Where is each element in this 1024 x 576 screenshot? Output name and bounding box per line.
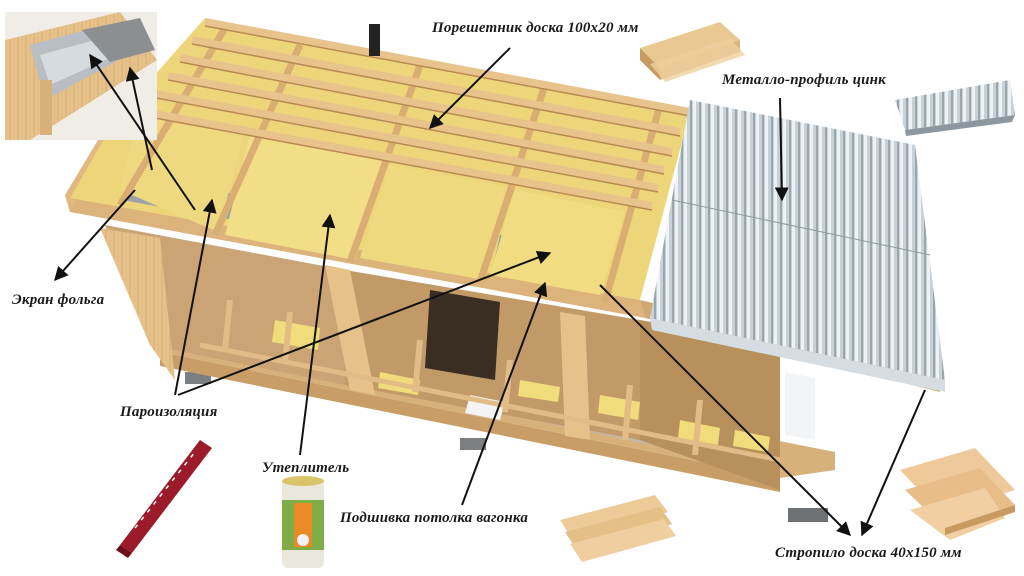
walls xyxy=(100,225,815,490)
chimney-pipe xyxy=(369,24,380,56)
metal-roofing xyxy=(650,100,945,392)
label-rafter: Стропило доска 40х150 мм xyxy=(775,545,962,561)
lining-boards-picture xyxy=(560,495,676,562)
batten-shadows xyxy=(143,25,691,211)
vapor-barrier-roll xyxy=(116,440,212,558)
label-metal-profile: Металло-профиль цинк xyxy=(722,72,886,88)
rafter-boards-picture xyxy=(900,448,1015,540)
label-insulation: Утеплитель xyxy=(262,460,350,476)
label-foil-screen: Экран фольга xyxy=(12,292,105,308)
label-vapor-barrier: Пароизоляция xyxy=(120,404,218,420)
foil-screen-inset xyxy=(5,12,157,140)
label-batten: Порешетник доска 100х20 мм xyxy=(432,20,639,36)
callout-arrows xyxy=(54,47,926,537)
metal-profile-picture xyxy=(895,80,1015,136)
battens xyxy=(143,18,691,210)
label-ceiling-lining: Подшивка потолка вагонка xyxy=(340,510,529,526)
insulation-roll xyxy=(282,476,324,568)
batten-boards-picture xyxy=(640,22,745,82)
